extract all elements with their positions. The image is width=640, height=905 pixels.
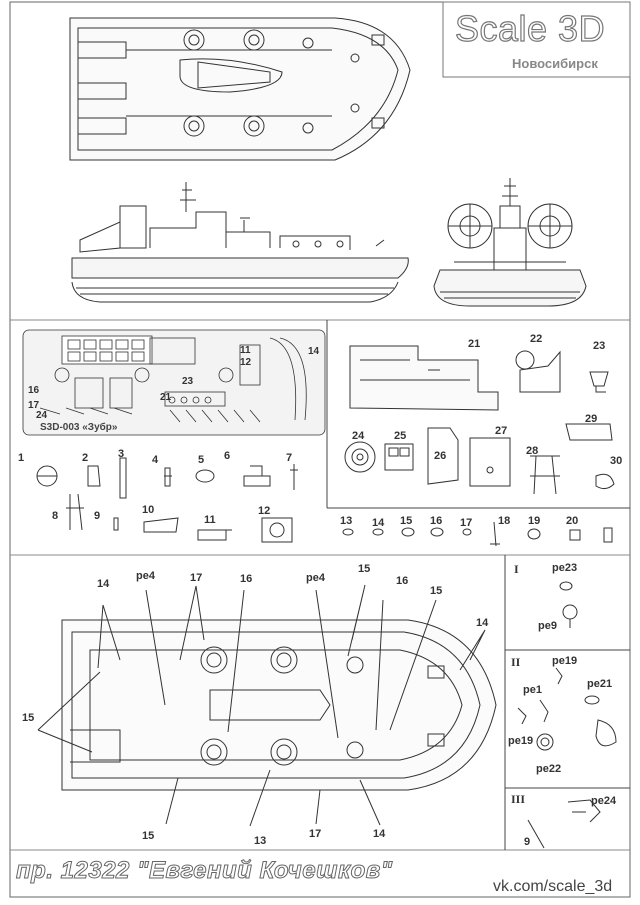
fret-number: 12	[240, 357, 252, 368]
part-number: 23	[593, 340, 606, 352]
part-number: 22	[530, 333, 543, 345]
callout: 14	[373, 828, 386, 840]
part-number: 16	[430, 515, 443, 527]
callout: 17	[309, 828, 322, 840]
photoetch-fret	[22, 329, 326, 436]
detail-numeral: I	[514, 562, 519, 576]
part-number: 4	[152, 454, 159, 466]
brand-logo-title: Scale 3D	[454, 7, 606, 49]
part-number: 14	[372, 517, 385, 529]
callout: 15	[22, 712, 35, 724]
part-number: 24	[352, 430, 365, 442]
callout: pe4	[306, 572, 325, 584]
part-number: 1	[18, 452, 25, 464]
callout: 14	[476, 617, 489, 629]
detail-numeral: III	[511, 792, 526, 806]
part-number: 13	[340, 515, 353, 527]
part-number: 25	[394, 430, 407, 442]
callout: 13	[254, 835, 267, 847]
fret-number: 14	[308, 346, 320, 357]
callout: pe1	[523, 684, 542, 696]
part-number: 3	[118, 448, 125, 460]
fret-number: 17	[28, 400, 40, 411]
footer-url[interactable]: vk.com/scale_3d	[493, 878, 613, 895]
fret-label: S3D-003 «Зубр»	[40, 422, 118, 433]
callout: 14	[97, 578, 110, 590]
fret-number: 16	[28, 385, 40, 396]
callout: pe23	[552, 562, 578, 574]
part-number: 18	[498, 515, 511, 527]
fret-number: 21	[160, 392, 172, 403]
callout: pe19	[508, 735, 534, 747]
part-number: 9	[94, 510, 101, 522]
detail-numeral: II	[511, 655, 521, 669]
part-number: 10	[142, 504, 155, 516]
detail-drawings	[517, 581, 617, 849]
part-number: 17	[460, 517, 473, 529]
part-number: 27	[495, 425, 508, 437]
callout: pe9	[538, 620, 557, 632]
callout: 15	[358, 563, 371, 575]
brand-city: Новосибирск	[512, 56, 598, 71]
callout: pe21	[587, 678, 613, 690]
callout: pe22	[536, 763, 562, 775]
callout: 16	[240, 573, 253, 585]
footer-title: пр. 12322 "Евгений Кочешков"	[16, 857, 393, 885]
side-profile-view	[71, 182, 409, 303]
part-number: 15	[400, 515, 413, 527]
fret-number: 11	[240, 345, 251, 356]
part-number: 7	[286, 452, 293, 464]
top-plan-view	[69, 17, 411, 161]
part-number: 8	[52, 510, 59, 522]
callout: 9	[524, 836, 531, 848]
part-number: 28	[526, 445, 539, 457]
callout: 17	[190, 572, 203, 584]
callout: pe19	[552, 655, 578, 667]
fret-number: 24	[36, 410, 48, 421]
fret-number: 23	[182, 376, 194, 387]
deck-assembly-view	[37, 584, 497, 827]
small-parts	[36, 457, 613, 547]
callout: 16	[396, 575, 409, 587]
part-number: 20	[566, 515, 579, 527]
part-number: 12	[258, 505, 271, 517]
front-view	[433, 178, 587, 307]
part-number: 29	[585, 413, 598, 425]
part-number: 26	[434, 450, 447, 462]
part-number: 21	[468, 338, 481, 350]
part-number: 5	[198, 454, 205, 466]
callout: 15	[142, 830, 155, 842]
part-number: 2	[82, 452, 89, 464]
callout: pe24	[591, 795, 617, 807]
part-number: 11	[204, 514, 216, 526]
part-number: 30	[610, 455, 623, 467]
callout: 15	[430, 585, 443, 597]
callout: pe4	[136, 570, 155, 582]
part-number: 6	[224, 450, 231, 462]
logo-frame	[442, 1, 631, 78]
large-parts	[344, 345, 615, 495]
part-number: 19	[528, 515, 541, 527]
